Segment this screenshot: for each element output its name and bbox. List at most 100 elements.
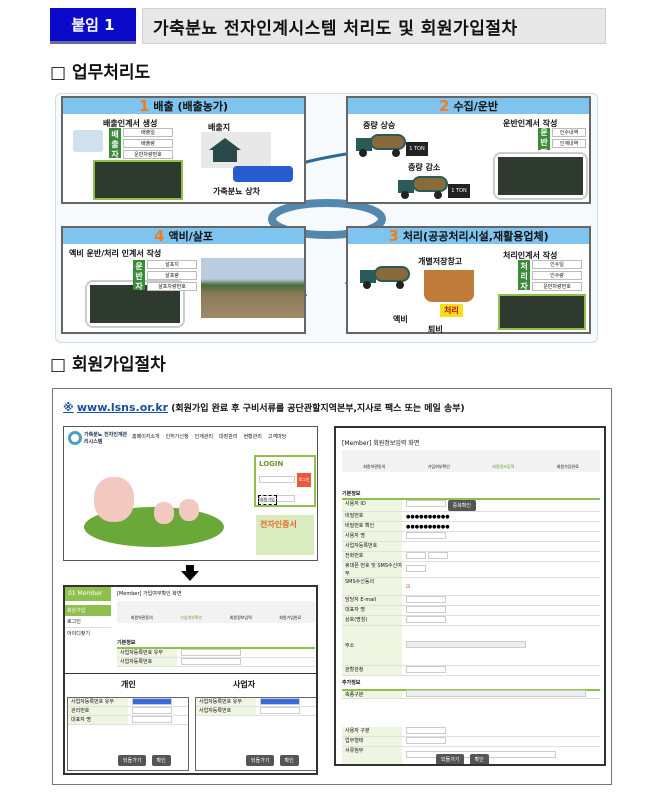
row-label: 축종구분 (342, 691, 402, 698)
field-label: 살포지 (147, 260, 197, 269)
side-item[interactable]: 회원가입 (65, 605, 111, 616)
step-number: 1 (138, 97, 150, 115)
field-label: 배출량 (123, 139, 173, 148)
input[interactable] (406, 606, 446, 613)
confirm-button[interactable]: 확인 (151, 755, 171, 766)
row-label: 사용자 명 (342, 532, 402, 541)
panel-title: 수집/운반 (453, 100, 498, 113)
input[interactable] (427, 552, 448, 559)
row-label: 사업자등록번호 (117, 658, 177, 666)
storage-label: 개별저장창고 (418, 257, 463, 266)
field-label: 운반차량번호 (123, 150, 173, 159)
field-label: 살포차량번호 (147, 282, 197, 291)
logo-icon (68, 431, 82, 445)
panel-title: 처리(공공처리시설,재활용업체) (402, 230, 549, 243)
login-button[interactable]: 로그인 (297, 473, 311, 487)
personal-form: 사업자등록번호 유무 관리번호 대표자 명 되돌가기 확인 (67, 697, 189, 771)
section-label: 기본정보 (342, 491, 361, 497)
id-input[interactable] (259, 476, 295, 483)
select[interactable] (406, 727, 446, 734)
select[interactable] (181, 648, 241, 656)
step-number: 4 (154, 227, 165, 245)
input[interactable] (406, 616, 446, 623)
step-label: 가입여부확인 (180, 615, 203, 620)
confirm-button[interactable]: 확인 (279, 755, 299, 766)
panel-caption: 운반인계서 작성 (503, 119, 558, 128)
input[interactable] (132, 715, 172, 723)
side-item[interactable]: 아이디찾기 (67, 631, 91, 637)
row-label: 사업자등록번호 유무 (68, 698, 128, 706)
member-side-title: 01 Member (65, 587, 111, 601)
nav-item[interactable]: 고객마당 (267, 434, 287, 440)
select[interactable] (132, 697, 172, 705)
site-logo: 가축분뇨 전자인계관리시스템 (84, 432, 128, 445)
row-label: 서류첨부 (342, 747, 402, 764)
back-button[interactable]: 되돌가기 (118, 755, 147, 766)
select[interactable] (406, 737, 446, 744)
section-title-workflow: □ 업무처리도 (50, 63, 151, 83)
nav-item[interactable]: 대장관리 (219, 434, 238, 440)
member-check-screenshot: 01 Member 회원가입 로그인 아이디찾기 [Member] 가입여부확인… (63, 585, 318, 775)
input[interactable] (132, 706, 172, 714)
duplicate-check-button[interactable]: 중복확인 (447, 500, 476, 511)
join-button[interactable]: 회원가입 (258, 495, 277, 505)
step-label: 회원정보입력 (229, 615, 252, 620)
select[interactable] (406, 666, 446, 673)
input[interactable] (406, 565, 426, 572)
note-mark: ※ (63, 401, 74, 414)
truck-icon (398, 174, 448, 199)
step-label: 회원가입완료 (556, 464, 579, 469)
nav-item[interactable]: 홈페이지소개 (132, 434, 160, 440)
row-label: 사업자등록번호 (196, 707, 256, 715)
field-label: 운반차량번호 (532, 282, 582, 291)
row-label: 사업자등록번호 유무 (196, 698, 256, 706)
row-label: 사용자 ID (342, 500, 402, 511)
input[interactable] (406, 500, 446, 507)
nav-item[interactable]: 현황관리 (243, 434, 262, 440)
row-label: 사업자등록번호 (342, 542, 402, 551)
storage-tank (424, 270, 474, 302)
sms-consent-checkbox[interactable]: ☑ (406, 583, 411, 590)
back-button[interactable]: 되돌가기 (246, 755, 275, 766)
side-item[interactable]: 로그인 (65, 616, 111, 628)
confirm-button[interactable]: 확인 (469, 754, 489, 764)
input[interactable] (260, 706, 300, 714)
input[interactable] (406, 690, 586, 697)
password-input[interactable] (259, 495, 295, 502)
row-label: 사용자 구분 (342, 727, 402, 736)
certificate-banner[interactable]: 전자인증서 (256, 515, 314, 555)
member-info-screenshot: [Member] 회원정보입력 화면 회원약관동의 가입여부확인 회원정보입력 … (334, 426, 606, 766)
login-box: LOGIN 로그인 회원가입 (254, 455, 316, 507)
nav-item[interactable]: 인계관리 (194, 434, 214, 440)
site-link[interactable]: www.lsns.or.kr (76, 401, 169, 414)
password-field[interactable]: ●●●●●●●●●● (406, 513, 450, 520)
input[interactable] (406, 552, 426, 559)
input[interactable] (406, 641, 526, 648)
password-confirm-field[interactable]: ●●●●●●●●●● (406, 523, 450, 530)
place-label: 배출지 (208, 123, 231, 132)
app-screenshot (93, 160, 183, 200)
transporter-label: 운반자 (133, 260, 145, 291)
section-label: 기본정보 (117, 640, 136, 646)
input[interactable] (406, 596, 446, 603)
nav-item[interactable]: 인허가신청 (165, 434, 189, 440)
back-button[interactable]: 되돌가기 (436, 754, 465, 764)
step-number: 3 (388, 227, 399, 245)
row-label: 휴대폰 번호 및 SMS수신여부 (342, 562, 402, 577)
input[interactable] (181, 657, 241, 665)
compost-label: 퇴비 (428, 325, 443, 334)
barn-image (201, 132, 271, 168)
home-screenshot: 가축분뇨 전자인계관리시스템 홈페이지소개 인허가신청 인계관리 대장관리 현황… (63, 426, 318, 561)
row-label: 주소 (342, 626, 402, 665)
select[interactable] (260, 697, 300, 705)
app-screenshot (498, 294, 586, 330)
input[interactable] (406, 532, 446, 539)
row-label: 사업자등록번호 유무 (117, 649, 177, 657)
row-label: 관리번호 (68, 707, 128, 715)
signup-procedure-box: ※ www.lsns.or.kr (회원가입 완료 후 구비서류를 공단관할지역… (52, 388, 612, 785)
step-label: 회원약관동의 (130, 615, 153, 620)
